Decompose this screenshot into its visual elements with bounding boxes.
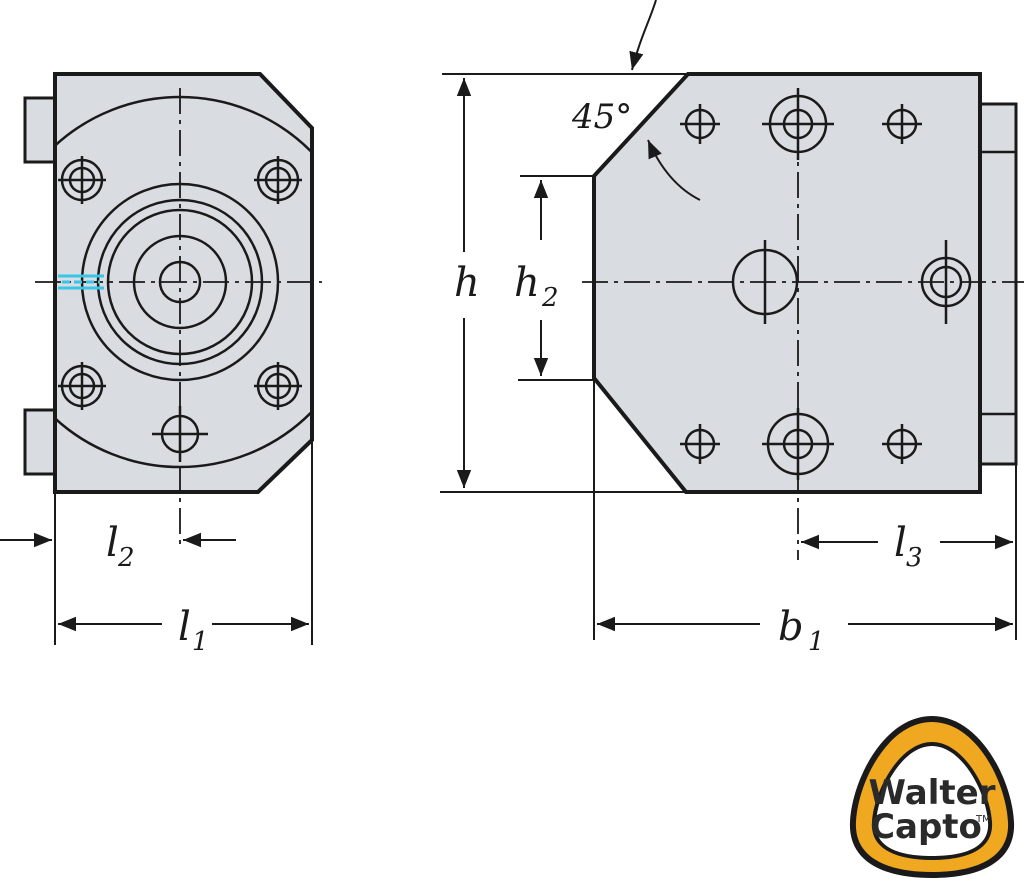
chamfer-arc-arrow — [647, 139, 701, 201]
dimension-labels: l 1 l 2 l 3 h h 2 b 1 45° — [106, 97, 923, 657]
label-b1: b — [778, 604, 804, 650]
coolant-channel — [58, 274, 104, 290]
front-view — [23, 72, 322, 550]
label-h2-sub: 2 — [541, 283, 559, 313]
dimensions-side — [440, 0, 1017, 640]
label-l1: l — [178, 604, 191, 650]
chamfer-leader-top — [629, 0, 657, 71]
mounting-tab-bottom — [23, 408, 57, 476]
label-b1-sub: 1 — [808, 627, 825, 657]
side-flange — [978, 102, 1018, 466]
logo-line1: Walter — [869, 773, 996, 813]
center-lines-front — [35, 88, 322, 550]
mounting-tab-top — [23, 96, 57, 164]
center-lines-side — [582, 88, 1024, 560]
logo-face — [875, 746, 989, 856]
label-l3: l — [894, 520, 907, 566]
label-h: h — [454, 260, 480, 306]
side-view — [582, 72, 1024, 560]
label-l1-sub: 1 — [192, 627, 209, 657]
label-l2-sub: 2 — [117, 543, 135, 573]
label-h2: h — [514, 260, 540, 306]
label-l3-sub: 3 — [906, 543, 923, 573]
label-angle: 45° — [571, 97, 632, 137]
label-l2: l — [106, 520, 119, 566]
logo-line2: Capto — [870, 807, 982, 847]
walter-capto-logo: Walter Capto TM — [849, 716, 1015, 878]
dimensions-front — [0, 440, 313, 645]
logo-tm: TM — [975, 814, 991, 825]
